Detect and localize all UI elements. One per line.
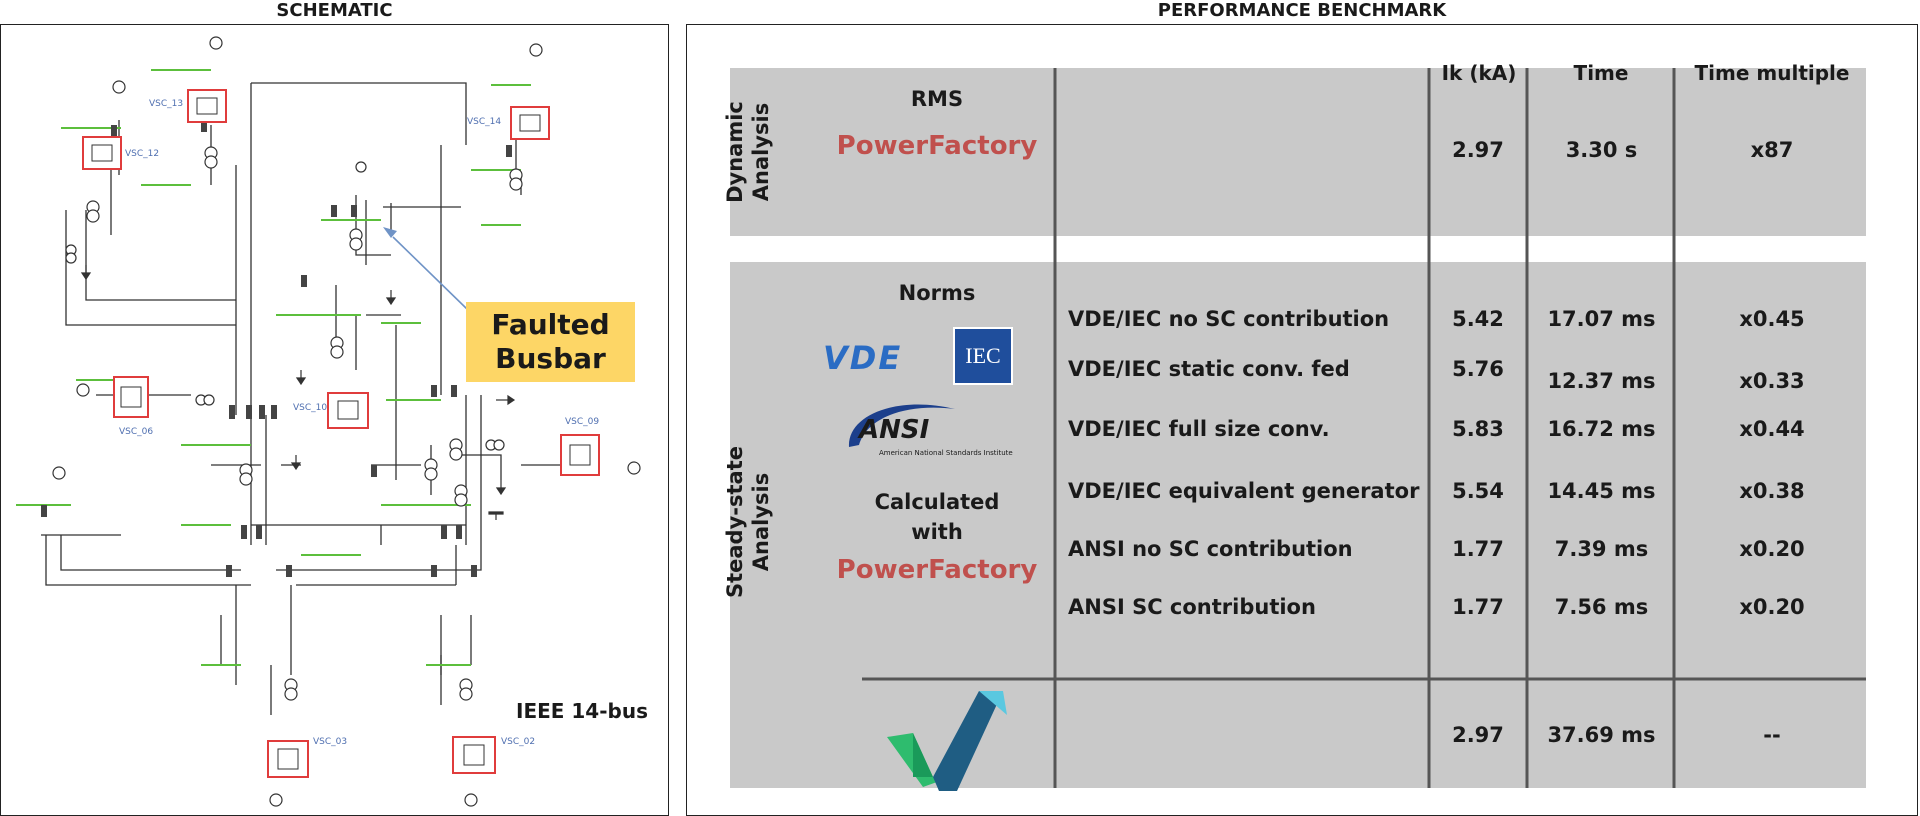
row-ik: 1.77 [1452, 595, 1504, 619]
norms-title: Norms [898, 281, 976, 305]
row-time: 16.72 ms [1547, 417, 1656, 441]
callout-line-1: Faulted [491, 308, 610, 341]
vsc-box [267, 740, 309, 778]
row-time: 7.56 ms [1554, 595, 1649, 619]
row-multiple: x0.44 [1739, 417, 1805, 441]
benchmark-heading: PERFORMANCE BENCHMARK [1157, 0, 1447, 21]
vsc-label: VSC_06 [119, 427, 154, 437]
row-multiple: x0.20 [1739, 537, 1805, 561]
calculated-with-label: Calculated with [874, 490, 1000, 544]
vsc-label: VSC_10 [293, 403, 328, 413]
reference-ik: 2.97 [1452, 723, 1504, 747]
faulted-busbar-callout: Faulted Busbar [466, 302, 635, 382]
vsc-box [560, 434, 600, 476]
vsc-label: VSC_12 [125, 149, 160, 159]
schematic-heading: SCHEMATIC [276, 0, 393, 21]
row-label: ANSI SC contribution [1068, 595, 1316, 619]
row-label: VDE/IEC static conv. fed [1068, 357, 1350, 381]
row-ik: 5.54 [1452, 479, 1504, 503]
table-grid [862, 68, 1866, 788]
ansi-swoosh-icon [848, 404, 955, 447]
powerfactory-logo-dynamic: PowerFactory [836, 131, 1038, 161]
vde-logo: VDE [823, 339, 903, 377]
row-time: 7.39 ms [1554, 537, 1649, 561]
row-label: VDE/IEC full size conv. [1068, 417, 1330, 441]
powerfactory-logo-steady: PowerFactory [836, 555, 1038, 585]
vsc-box [510, 106, 550, 140]
row-time: 12.37 ms [1547, 369, 1656, 393]
row-ik: 5.83 [1452, 417, 1504, 441]
callout-line-2: Busbar [495, 342, 606, 375]
vsc-box [113, 376, 149, 418]
dynamic-multiple: x87 [1750, 138, 1794, 162]
column-header-ik: Ik (kA) [1441, 61, 1517, 85]
dynamic-section-label: Dynamic Analysis [723, 101, 773, 203]
callout-arrow [383, 227, 469, 311]
row-multiple: x0.38 [1739, 479, 1805, 503]
row-time: 17.07 ms [1547, 307, 1656, 331]
vsc-label: VSC_02 [501, 737, 536, 747]
steady-panel [730, 262, 1866, 788]
column-header-multiple: Time multiple [1694, 61, 1850, 85]
schematic-diagram [16, 36, 641, 807]
steady-section-label: Steady-state Analysis [723, 446, 773, 599]
row-time: 14.45 ms [1547, 479, 1656, 503]
vsc-box [187, 89, 227, 123]
row-multiple: x0.20 [1739, 595, 1805, 619]
vsc-label: VSC_13 [149, 99, 184, 109]
reference-multiple: -- [1763, 723, 1781, 747]
vsc-box [452, 736, 496, 774]
row-multiple: x0.45 [1739, 307, 1805, 331]
reference-time: 37.69 ms [1547, 723, 1656, 747]
vsc-box [82, 136, 122, 170]
vsc-box [327, 392, 369, 429]
row-multiple: x0.33 [1739, 369, 1805, 393]
column-header-time: Time [1573, 61, 1629, 85]
rms-label: RMS [910, 87, 964, 111]
iec-logo: IEC [953, 327, 1013, 385]
row-label: ANSI no SC contribution [1068, 537, 1353, 561]
row-ik: 5.42 [1452, 307, 1504, 331]
row-ik: 5.76 [1452, 357, 1504, 381]
system-label: IEEE 14-bus [516, 699, 648, 723]
row-ik: 1.77 [1452, 537, 1504, 561]
dynamic-ik: 2.97 [1452, 138, 1504, 162]
schematic-panel: VSC_13 VSC_12 VSC_14 VSC_06 VSC_10 VSC_0… [0, 24, 669, 816]
vsc-label: VSC_03 [313, 737, 348, 747]
row-label: VDE/IEC equivalent generator [1068, 479, 1420, 503]
row-label: VDE/IEC no SC contribution [1068, 307, 1390, 331]
dynamic-panel [730, 68, 1866, 236]
vsc-label: VSC_09 [565, 417, 600, 427]
vsc-label: VSC_14 [467, 117, 502, 127]
benchmark-panel: Ik (kA) Time Time multiple Dynamic Analy… [686, 24, 1918, 816]
ansi-logo: ANSI American National Standards Institu… [837, 397, 1037, 467]
dynamic-time: 3.30 s [1565, 138, 1638, 162]
